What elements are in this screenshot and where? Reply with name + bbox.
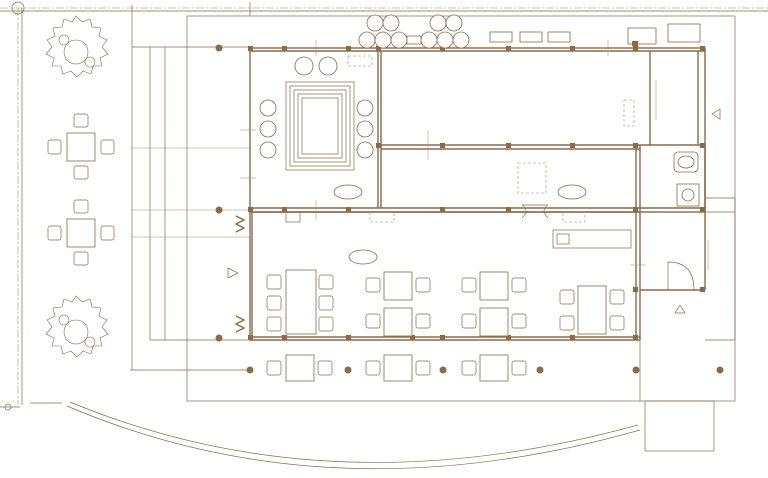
terrace-dining (266, 354, 527, 382)
tree-top (45, 15, 109, 78)
columns (215, 44, 724, 374)
dimension-ticks (240, 40, 709, 270)
terrace-outline (130, 15, 736, 452)
stepped-feature (259, 55, 374, 200)
service-details (285, 99, 635, 265)
storage-barrels (358, 14, 701, 49)
garden-seating (47, 113, 115, 266)
walls (249, 47, 736, 401)
tree-bottom (45, 295, 109, 358)
washroom-fixtures (667, 108, 721, 314)
curved-walkway (66, 401, 641, 470)
entrance-marks (227, 215, 246, 333)
interior-dining (266, 269, 625, 337)
site-boundary (0, 1, 768, 411)
